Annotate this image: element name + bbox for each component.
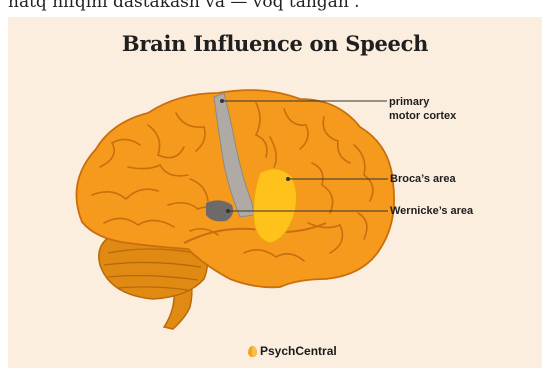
brand-logo: PsychCentral [248, 343, 337, 359]
brocas-area-label: Broca’s area [390, 172, 456, 186]
psychcentral-logo-icon [248, 346, 257, 357]
primary-motor-cortex-label-line1: primary [389, 95, 456, 109]
infographic-card: Brain Influence on Speech [8, 17, 542, 368]
cropped-caption-text: hatq hifqini dastakash va — voq tangan . [8, 0, 548, 14]
wernickes-area-label: Wernicke’s area [390, 204, 473, 218]
brain-diagram [8, 17, 542, 368]
primary-motor-cortex-label: primary motor cortex [389, 95, 456, 123]
brand-name: PsychCentral [260, 344, 337, 358]
primary-motor-cortex-label-line2: motor cortex [389, 109, 456, 123]
